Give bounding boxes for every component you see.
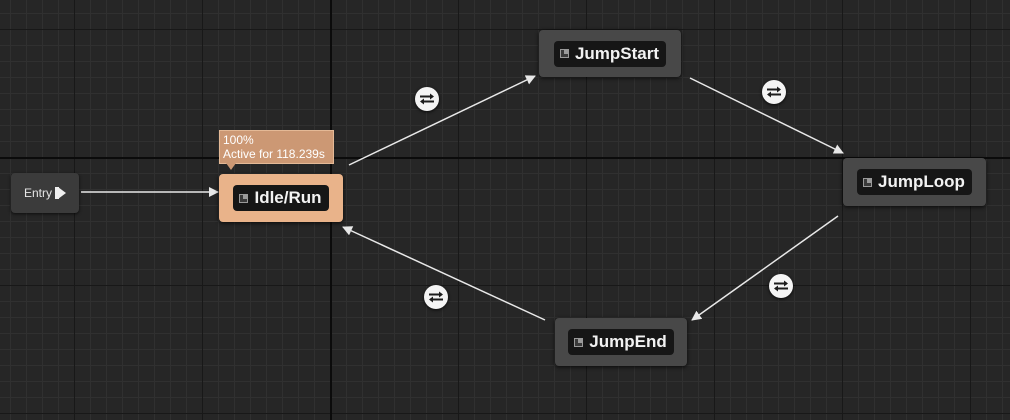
output-pin-icon[interactable] — [55, 187, 66, 199]
state-node-jumpend[interactable]: JumpEnd — [555, 318, 687, 366]
entry-node[interactable]: Entry — [11, 173, 79, 213]
tooltip-active-time: Active for 118.239s — [223, 147, 325, 161]
state-title-bar: Idle/Run — [233, 185, 329, 211]
state-icon — [574, 337, 584, 347]
state-title-bar: JumpStart — [553, 40, 667, 67]
state-title-bar: JumpEnd — [568, 329, 674, 355]
transition-rule-icon[interactable] — [424, 285, 448, 309]
wire-jumploop-to-jumpend[interactable] — [691, 215, 839, 321]
transition-rule-icon[interactable] — [415, 87, 439, 111]
wire-jumpend-to-idle-run[interactable] — [342, 226, 546, 321]
state-node-jumpstart[interactable]: JumpStart — [539, 30, 681, 77]
active-state-tooltip: 100% Active for 118.239s — [219, 130, 334, 170]
state-label: JumpLoop — [878, 172, 965, 191]
state-node-idle-run[interactable]: Idle/Run — [219, 174, 343, 222]
tooltip-weight: 100% — [223, 133, 254, 147]
state-title-bar: JumpLoop — [857, 169, 972, 195]
state-icon — [239, 193, 249, 203]
state-label: Idle/Run — [254, 188, 322, 207]
wire-idle-run-to-jumpstart[interactable] — [348, 75, 536, 166]
entry-label: Entry — [23, 186, 52, 200]
state-label: JumpStart — [574, 43, 660, 63]
transition-rule-icon[interactable] — [769, 274, 793, 298]
state-node-jumploop[interactable]: JumpLoop — [843, 158, 986, 206]
wire-jumpstart-to-jumploop[interactable] — [689, 77, 844, 154]
state-icon — [863, 177, 873, 187]
state-label: JumpEnd — [589, 332, 667, 351]
state-icon — [559, 49, 569, 58]
transition-rule-icon[interactable] — [762, 80, 786, 104]
